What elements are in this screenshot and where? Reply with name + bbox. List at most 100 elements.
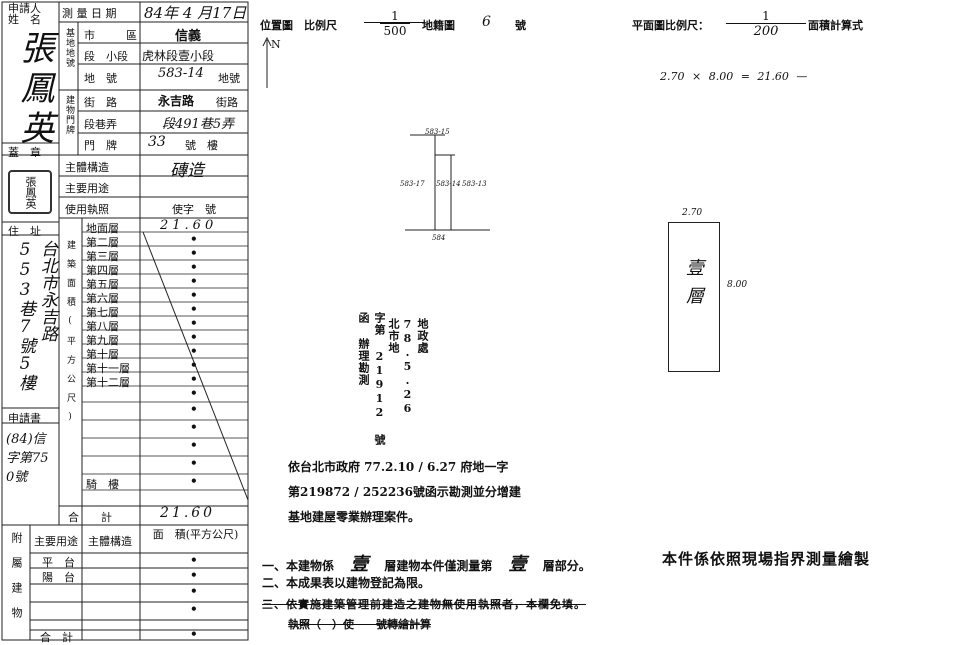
- floor-label: 第十二層: [86, 376, 130, 389]
- annex-col-use: 主要用途: [34, 535, 78, 548]
- floor-area-value: •: [190, 274, 198, 288]
- address-label: 住 址: [8, 225, 41, 238]
- location-scale: 1 500: [380, 9, 410, 38]
- cadastral-sketch: [395, 125, 515, 255]
- floor-label: 第五層: [86, 278, 119, 291]
- plan-length: 8.00: [727, 280, 748, 290]
- floor-area-value: •: [190, 232, 198, 246]
- footer-note-4: 執照（ ）使 號轉繪計算: [288, 618, 431, 631]
- form-grid: [0, 0, 250, 645]
- lot-label: 地 號: [84, 72, 117, 85]
- license-label: 使用執照: [65, 203, 109, 216]
- floor-label: 第八層: [86, 320, 119, 333]
- north-label: N: [271, 38, 281, 51]
- map-suffix: 號: [515, 19, 526, 32]
- floor-label: 騎 樓: [86, 478, 119, 491]
- floor-label: 地面層: [86, 222, 119, 235]
- annex-row-label: 陽 台: [42, 571, 75, 584]
- structure-value: 磚造: [170, 161, 204, 181]
- no-suffix: 號 樓: [185, 139, 218, 152]
- floor-area-value: •: [190, 456, 198, 470]
- lot-584: 584: [432, 234, 446, 242]
- annex-col-struct: 主體構造: [88, 535, 132, 548]
- floor-area-value: •: [190, 260, 198, 274]
- floor-plan-label: 平面圖比例尺：: [632, 19, 709, 32]
- floor-area-value: •: [190, 344, 198, 358]
- area-calc: 2.70 × 8.00 = 21.60 —: [660, 70, 808, 83]
- floor-area-value: •: [190, 420, 198, 434]
- footer-note-1: 一、本建物係 壹 層建物本件僅測量第 壹 層部分。: [262, 554, 591, 575]
- annex-row-value: •: [190, 553, 198, 567]
- floor-area-value: •: [190, 316, 198, 330]
- floor-area-value: •: [190, 358, 198, 372]
- street-label: 街 路: [84, 96, 117, 109]
- footer-note-right: 本件係依照現場指界測量繪製: [662, 550, 871, 568]
- lot-583-15: 583-15: [425, 128, 450, 136]
- floor-area-value: •: [190, 302, 198, 316]
- seal-stamp: 張鳳英: [8, 170, 52, 214]
- license-value: 使字 號: [172, 203, 216, 216]
- lane-value: 段491巷5弄: [162, 117, 235, 132]
- floor-area-value: •: [190, 474, 198, 488]
- annex-row-value: •: [190, 568, 198, 582]
- annex-total-value: •: [190, 627, 198, 641]
- use-label: 主要用途: [65, 182, 109, 195]
- floor-area-value: •: [190, 288, 198, 302]
- door-label: 建物門牌: [64, 95, 74, 135]
- area-section-label: 建築面積(平方公尺): [65, 240, 75, 432]
- annex-total-label: 合 計: [40, 631, 73, 644]
- floor-name: 壹層: [683, 258, 704, 314]
- floor-area-value: 21.60: [160, 218, 218, 233]
- survey-date-label: 測 量 日 期: [62, 7, 117, 20]
- floor-area-value: •: [190, 438, 198, 452]
- structure-label: 主體構造: [65, 161, 109, 174]
- footer-note-3: 三、依實施建築管理前建造之建物無使用執照者，本欄免填。: [262, 598, 586, 611]
- survey-date-value: 84年 4 月17日: [144, 4, 247, 22]
- floor-label: 第三層: [86, 250, 119, 263]
- section-label: 段 小段: [84, 50, 128, 63]
- floor-area-value: •: [190, 386, 198, 400]
- north-arrow-icon: [260, 36, 280, 92]
- floor-label: 第七層: [86, 306, 119, 319]
- floor-label: 第四層: [86, 264, 119, 277]
- lot-583-13: 583-13: [462, 180, 487, 188]
- annex-row-label: 平 台: [42, 556, 75, 569]
- no-value: 33: [148, 134, 166, 150]
- district-label: 區: [126, 29, 137, 42]
- floor-label: 第十一層: [86, 362, 130, 375]
- city-label: 市: [84, 29, 95, 42]
- application-label: 申請書: [8, 412, 41, 425]
- street-value: 永吉路: [158, 94, 195, 108]
- floor-label: 第十層: [86, 348, 119, 361]
- address-value: 台北市永吉路553巷7號5樓: [15, 240, 57, 391]
- lot-value: 583-14: [158, 66, 204, 81]
- lot-583-17: 583-17: [400, 180, 425, 188]
- site-label: 基地地號: [64, 28, 74, 68]
- section-value: 虎林段壹小段: [142, 49, 215, 63]
- floor-area-value: •: [190, 372, 198, 386]
- map-label: 地籍圖: [422, 19, 455, 32]
- footer-note-2: 二、本成果表以建物登記為限。: [262, 576, 431, 590]
- map-no: 6: [482, 14, 491, 30]
- floor-area-value: •: [190, 402, 198, 416]
- floor-plan-scale: 1 200: [726, 9, 806, 39]
- annex-row-value: •: [190, 584, 198, 598]
- area-total-label: 合 計: [68, 511, 112, 524]
- plan-width: 2.70: [682, 208, 703, 218]
- notes-block: 依台北市政府 77.2.10 / 6.27 府地一字 第219872 / 252…: [288, 460, 521, 524]
- application-no: (84)信字第750號: [6, 432, 49, 485]
- floor-area-value: •: [190, 246, 198, 260]
- lot-suffix: 地號: [218, 72, 240, 85]
- applicant-name: 張鳳英: [14, 30, 54, 150]
- annex-col-area: 面 積(平方公尺): [152, 528, 239, 541]
- stamp-text-2: 字第 21912 號函 辦理勘測: [357, 312, 386, 446]
- street-suffix: 街路: [216, 96, 238, 109]
- location-plan-label: 位置圖 比例尺: [260, 19, 337, 32]
- area-total-value: 21.60: [160, 505, 216, 521]
- stamp-text-1: 地政處 78.5.26 北市地: [387, 318, 429, 416]
- floor-plan-rect: [668, 222, 720, 372]
- district-value: 信義: [175, 29, 202, 44]
- area-calc-label: 面積計算式: [808, 19, 863, 32]
- floor-area-value: •: [190, 330, 198, 344]
- floor-label: 第九層: [86, 334, 119, 347]
